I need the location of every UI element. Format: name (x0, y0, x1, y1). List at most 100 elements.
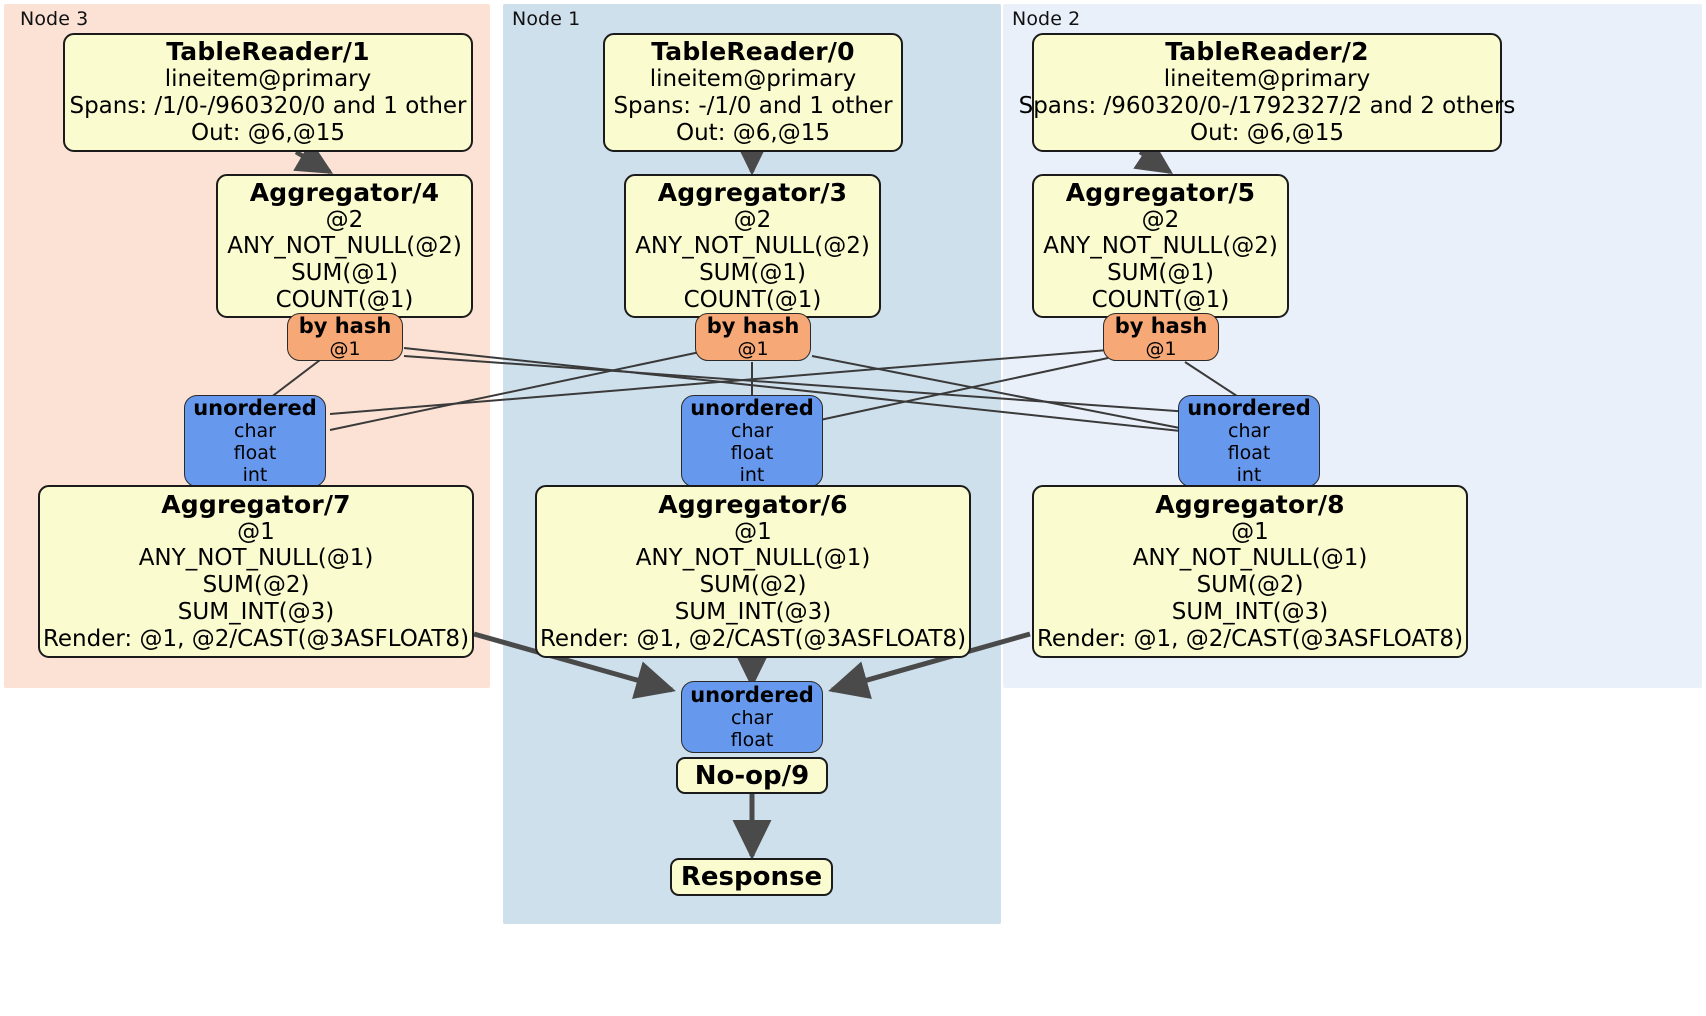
processor-noop-9[interactable]: No-op/9 (676, 757, 828, 794)
processor-line: Render: @1, @2/CAST(@3ASFLOAT8) (42, 625, 470, 652)
processor-aggregator-5[interactable]: Aggregator/5 @2 ANY_NOT_NULL(@2) SUM(@1)… (1032, 174, 1289, 318)
processor-line: SUM(@2) (699, 572, 807, 599)
processor-line: Spans: /960320/0-/1792327/2 and 2 others (1018, 93, 1516, 120)
processor-line: SUM_INT(@3) (177, 598, 335, 625)
processor-line: SUM_INT(@3) (674, 598, 832, 625)
processor-tablereader-2[interactable]: TableReader/2 lineitem@primary Spans: /9… (1019, 33, 1515, 152)
processor-title: Aggregator/7 (161, 489, 351, 519)
processor-aggregator-7[interactable]: Aggregator/7 @1 ANY_NOT_NULL(@1) SUM(@2)… (38, 485, 474, 658)
processor-line: @1 (1231, 518, 1269, 545)
processor-aggregator-4[interactable]: Aggregator/4 @2 ANY_NOT_NULL(@2) SUM(@1)… (216, 174, 473, 318)
processor-title: Aggregator/4 (249, 177, 440, 207)
edge-hashleft-unordmid (403, 347, 1191, 433)
processor-line: Render: @1, @2/CAST(@3ASFLOAT8) (1036, 625, 1464, 652)
edge-hashmid-unordright (811, 355, 1191, 431)
processor-line: @1 (237, 518, 275, 545)
edge-hashright-unordmid (819, 357, 1109, 421)
processor-title: Aggregator/5 (1065, 177, 1256, 207)
processor-response[interactable]: Response (670, 858, 833, 896)
processor-line: ANY_NOT_NULL(@2) (1043, 233, 1278, 260)
processor-title: TableReader/2 (1165, 37, 1369, 67)
processor-line: SUM_INT(@3) (1171, 598, 1329, 625)
processor-title: Aggregator/6 (658, 489, 848, 519)
processor-aggregator-8[interactable]: Aggregator/8 @1 ANY_NOT_NULL(@1) SUM(@2)… (1032, 485, 1468, 658)
router-unordered-left[interactable]: unordered char float int (184, 395, 326, 487)
router-line: float (730, 729, 774, 752)
edge-hashleft-unordright (403, 355, 1191, 413)
processor-aggregator-3[interactable]: Aggregator/3 @2 ANY_NOT_NULL(@2) SUM(@1)… (624, 174, 881, 318)
processor-line: Out: @6,@15 (191, 119, 345, 146)
processor-line: ANY_NOT_NULL(@1) (635, 545, 871, 572)
processor-line: @2 (1141, 206, 1180, 233)
router-by-hash-mid[interactable]: by hash @1 (695, 313, 811, 361)
processor-line: lineitem@primary (1163, 66, 1371, 93)
router-title: unordered (690, 682, 814, 707)
edge-aggregator8-unordfinal (828, 631, 1031, 699)
router-title: unordered (1187, 395, 1311, 420)
processor-line: lineitem@primary (164, 66, 372, 93)
processor-tablereader-1[interactable]: TableReader/1 lineitem@primary Spans: /1… (63, 33, 473, 152)
router-unordered-final[interactable]: unordered char float (681, 681, 823, 753)
processor-title: Aggregator/3 (657, 177, 848, 207)
processor-tablereader-0[interactable]: TableReader/0 lineitem@primary Spans: -/… (603, 33, 903, 152)
router-unordered-mid[interactable]: unordered char float int (681, 395, 823, 487)
panel-node-3-label: Node 3 (20, 8, 89, 30)
router-by-hash-right[interactable]: by hash @1 (1103, 313, 1219, 361)
edge-tablereader1-aggregator4 (293, 140, 334, 174)
processor-line: Spans: -/1/0 and 1 other (613, 93, 893, 120)
edge-hashleft-unordleft (269, 359, 321, 399)
processor-title: Response (680, 862, 823, 892)
panel-node-2-label: Node 2 (1012, 8, 1081, 30)
router-title: by hash (706, 313, 800, 338)
processor-line: SUM(@1) (291, 260, 398, 286)
edge-hashright-unordleft (329, 349, 1109, 415)
processor-line: Render: @1, @2/CAST(@3ASFLOAT8) (539, 625, 967, 652)
processor-title: Aggregator/8 (1155, 489, 1345, 519)
router-title: unordered (193, 395, 317, 420)
processor-line: lineitem@primary (649, 66, 857, 93)
processor-line: SUM(@2) (202, 572, 310, 599)
processor-line: SUM(@2) (1196, 572, 1304, 599)
router-line: float (233, 442, 277, 465)
router-line: int (739, 464, 765, 487)
processor-line: Out: @6,@15 (676, 119, 830, 146)
processor-line: COUNT(@1) (683, 286, 822, 313)
processor-line: @2 (733, 206, 772, 233)
router-by-hash-left[interactable]: by hash @1 (287, 313, 403, 361)
processor-line: @1 (734, 518, 772, 545)
processor-line: ANY_NOT_NULL(@2) (635, 233, 870, 260)
processor-line: ANY_NOT_NULL(@2) (227, 233, 462, 260)
edge-hashmid-unordleft (329, 351, 701, 431)
processor-line: Out: @6,@15 (1190, 119, 1344, 146)
processor-title: TableReader/1 (166, 37, 370, 67)
router-line: @1 (1145, 338, 1177, 361)
router-line: char (731, 420, 773, 443)
processor-line: @2 (325, 206, 364, 233)
processor-title: TableReader/0 (651, 37, 855, 67)
processor-line: ANY_NOT_NULL(@1) (138, 545, 374, 572)
processor-line: SUM(@1) (699, 260, 806, 286)
edge-hashright-unordright (1184, 361, 1241, 399)
router-line: @1 (329, 338, 361, 361)
processor-line: Spans: /1/0-/960320/0 and 1 other (69, 93, 467, 120)
router-line: char (731, 707, 773, 730)
router-line: char (1228, 420, 1270, 443)
processor-aggregator-6[interactable]: Aggregator/6 @1 ANY_NOT_NULL(@1) SUM(@2)… (535, 485, 971, 658)
router-title: by hash (298, 313, 392, 338)
edge-aggregator7-unordfinal (473, 631, 676, 699)
router-line: @1 (737, 338, 769, 361)
router-line: float (730, 442, 774, 465)
router-title: by hash (1114, 313, 1208, 338)
router-line: int (1236, 464, 1262, 487)
processor-line: COUNT(@1) (1091, 286, 1230, 313)
panel-node-1-label: Node 1 (512, 8, 581, 30)
edge-tablereader2-aggregator5 (1133, 139, 1173, 174)
router-line: char (234, 420, 276, 443)
processor-title: No-op/9 (694, 760, 810, 791)
processor-line: COUNT(@1) (275, 286, 414, 313)
processor-line: ANY_NOT_NULL(@1) (1132, 545, 1368, 572)
router-unordered-right[interactable]: unordered char float int (1178, 395, 1320, 487)
processor-line: SUM(@1) (1107, 260, 1214, 286)
